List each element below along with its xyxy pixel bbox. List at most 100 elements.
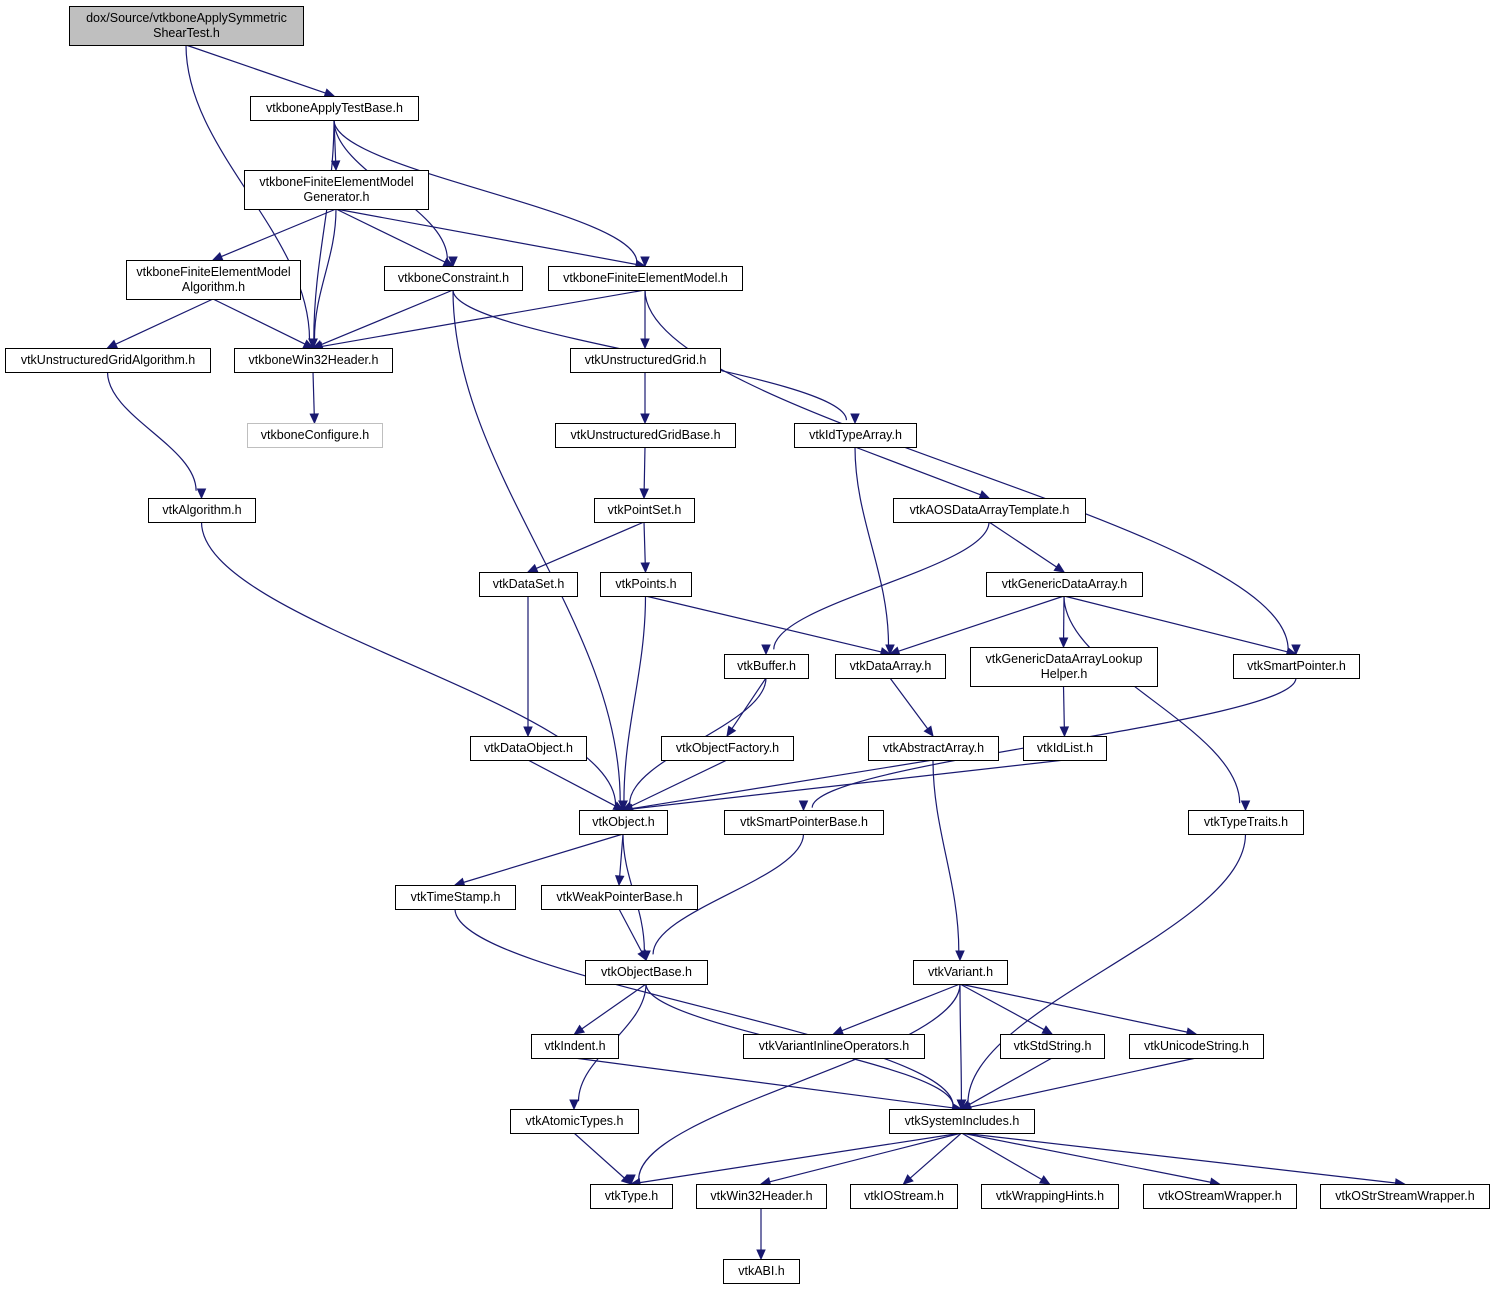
edge-femgen-to-femalgo	[211, 208, 337, 261]
edge-weakpbase-to-objectbase	[618, 908, 647, 962]
node-variant[interactable]: vtkVariant.h	[913, 960, 1008, 985]
node-box	[148, 498, 256, 523]
node-box	[570, 348, 721, 373]
node-dataobject[interactable]: vtkDataObject.h	[470, 736, 587, 761]
node-box	[384, 266, 523, 291]
node-idtypearray[interactable]: vtkIdTypeArray.h	[794, 423, 917, 448]
node-label: vtkStdString.h	[1014, 1039, 1092, 1053]
node-box	[1129, 1034, 1264, 1059]
node-constraint[interactable]: vtkboneConstraint.h	[384, 266, 523, 291]
node-label: vtkWin32Header.h	[710, 1189, 812, 1203]
node-root[interactable]: dox/Source/vtkboneApplySymmetricShearTes…	[69, 6, 304, 46]
edge-variant-to-type	[626, 983, 961, 1186]
node-ug[interactable]: vtkUnstructuredGrid.h	[570, 348, 721, 373]
node-typetraits[interactable]: vtkTypeTraits.h	[1188, 810, 1304, 835]
edge-pointset-to-dataset	[526, 521, 645, 573]
edge-variant-to-sysincludes	[956, 983, 967, 1111]
edge-applytestbase-to-fem	[333, 119, 650, 268]
node-indent[interactable]: vtkIndent.h	[531, 1034, 619, 1059]
node-box	[510, 1109, 639, 1134]
node-wraphints[interactable]: vtkWrappingHints.h	[981, 1184, 1119, 1209]
header-nodes: dox/Source/vtkboneApplySymmetricShearTes…	[5, 6, 1490, 1284]
node-objfactory[interactable]: vtkObjectFactory.h	[661, 736, 794, 761]
node-box	[696, 1184, 827, 1209]
edge-pointset-to-points	[640, 521, 650, 574]
node-weakpbase[interactable]: vtkWeakPointerBase.h	[541, 885, 698, 910]
node-label: vtkVariantInlineOperators.h	[759, 1039, 910, 1053]
node-iostream[interactable]: vtkIOStream.h	[850, 1184, 958, 1209]
edge-atomictypes-to-type	[573, 1132, 632, 1185]
node-ugalgo[interactable]: vtkUnstructuredGridAlgorithm.h	[5, 348, 211, 373]
node-buffer[interactable]: vtkBuffer.h	[724, 654, 809, 679]
edge-points-to-dataarray	[645, 595, 892, 657]
node-dataset[interactable]: vtkDataSet.h	[479, 572, 578, 597]
edge-points-to-object	[618, 595, 647, 812]
node-label: vtkSystemIncludes.h	[905, 1114, 1020, 1128]
node-objectbase[interactable]: vtkObjectBase.h	[585, 960, 708, 985]
node-label: vtkGenericDataArrayLookup	[985, 652, 1142, 666]
node-box	[970, 647, 1158, 687]
node-box	[594, 498, 695, 523]
node-unicodestring[interactable]: vtkUnicodeString.h	[1129, 1034, 1264, 1059]
node-box	[244, 170, 429, 210]
node-ugbase[interactable]: vtkUnstructuredGridBase.h	[555, 423, 736, 448]
node-box	[661, 736, 794, 761]
node-box	[981, 1184, 1119, 1209]
node-label: vtkboneFiniteElementModel	[136, 265, 290, 279]
node-label: vtkIdTypeArray.h	[809, 428, 902, 442]
edge-unicodestring-to-sysincludes	[960, 1057, 1197, 1112]
node-win32[interactable]: vtkWin32Header.h	[696, 1184, 827, 1209]
node-abstractarray[interactable]: vtkAbstractArray.h	[868, 736, 999, 761]
node-variantinline[interactable]: vtkVariantInlineOperators.h	[743, 1034, 925, 1059]
node-box	[1143, 1184, 1297, 1209]
node-box	[470, 736, 587, 761]
node-spbase[interactable]: vtkSmartPointerBase.h	[724, 810, 884, 835]
node-points[interactable]: vtkPoints.h	[600, 572, 692, 597]
node-aos[interactable]: vtkAOSDataArrayTemplate.h	[893, 498, 1086, 523]
node-object[interactable]: vtkObject.h	[579, 810, 668, 835]
node-abi[interactable]: vtkABI.h	[723, 1259, 800, 1284]
node-label: vtkIndent.h	[544, 1039, 605, 1053]
edge-root-to-applytestbase	[185, 44, 336, 98]
edge-genericda-to-lookuphelper	[1058, 595, 1069, 649]
node-applytestbase[interactable]: vtkboneApplyTestBase.h	[250, 96, 419, 121]
node-type[interactable]: vtkType.h	[590, 1184, 673, 1209]
node-label: vtkTypeTraits.h	[1204, 815, 1288, 829]
node-label: vtkIOStream.h	[864, 1189, 944, 1203]
node-win32header[interactable]: vtkboneWin32Header.h	[234, 348, 393, 373]
node-label: vtkAtomicTypes.h	[526, 1114, 624, 1128]
node-algorithm[interactable]: vtkAlgorithm.h	[148, 498, 256, 523]
node-label: vtkboneFiniteElementModel.h	[563, 271, 728, 285]
node-box	[395, 885, 516, 910]
node-stdstring[interactable]: vtkStdString.h	[1000, 1034, 1105, 1059]
node-timestamp[interactable]: vtkTimeStamp.h	[395, 885, 516, 910]
node-label: vtkAlgorithm.h	[162, 503, 241, 517]
node-atomictypes[interactable]: vtkAtomicTypes.h	[510, 1109, 639, 1134]
node-box	[579, 810, 668, 835]
edge-aos-to-genericda	[988, 521, 1066, 573]
node-fem[interactable]: vtkboneFiniteElementModel.h	[548, 266, 743, 291]
node-label: vtkGenericDataArray.h	[1002, 577, 1128, 591]
node-idlist[interactable]: vtkIdList.h	[1023, 736, 1107, 761]
node-dataarray[interactable]: vtkDataArray.h	[835, 654, 946, 679]
node-label: vtkTimeStamp.h	[411, 890, 501, 904]
node-box	[1233, 654, 1360, 679]
node-box	[69, 6, 304, 46]
node-ostrstreamwrap[interactable]: vtkOStrStreamWrapper.h	[1320, 1184, 1490, 1209]
node-smartpointer[interactable]: vtkSmartPointer.h	[1233, 654, 1360, 679]
node-box	[1000, 1034, 1105, 1059]
node-label: vtkIdList.h	[1037, 741, 1093, 755]
node-box	[724, 810, 884, 835]
node-box	[555, 423, 736, 448]
edge-idtypearray-to-aos	[854, 446, 991, 500]
node-pointset[interactable]: vtkPointSet.h	[594, 498, 695, 523]
node-label: Helper.h	[1041, 667, 1088, 681]
edge-buffer-to-objfactory	[726, 677, 767, 738]
edge-win32-to-abi	[756, 1208, 766, 1261]
node-sysincludes[interactable]: vtkSystemIncludes.h	[889, 1109, 1035, 1134]
node-ostreamwrap[interactable]: vtkOStreamWrapper.h	[1143, 1184, 1297, 1209]
node-genericda[interactable]: vtkGenericDataArray.h	[986, 572, 1143, 597]
